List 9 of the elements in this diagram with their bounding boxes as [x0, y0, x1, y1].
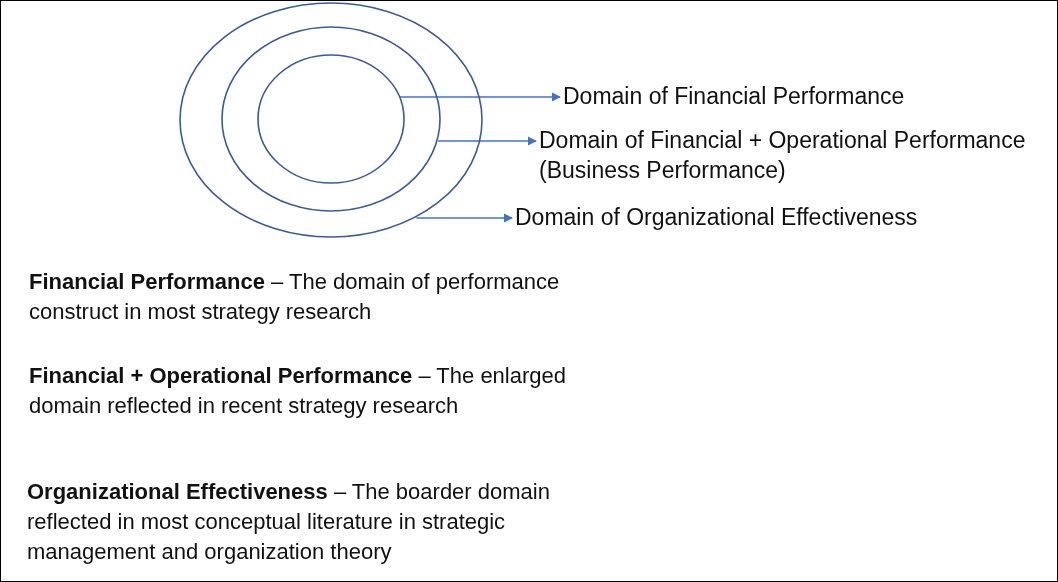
- arrow: [415, 213, 513, 223]
- domain-label: Domain of Financial Performance: [563, 81, 1033, 111]
- arrow: [437, 136, 537, 146]
- definition-text: Organizational Effectiveness – The boarder domain reflected in most conceptual literature in strategic management and organization theory: [27, 478, 551, 566]
- arrow: [399, 92, 561, 102]
- definition-text: Financial + Operational Performance – The enlarged domain reflected in recent strategy research: [29, 362, 567, 420]
- domain-label: Domain of Financial + Operational Performance (Business Performance): [539, 125, 1039, 185]
- definition-text: Financial Performance – The domain of performance construct in most strategy research: [29, 268, 561, 326]
- domain-label: Domain of Organizational Effectiveness: [515, 202, 1045, 232]
